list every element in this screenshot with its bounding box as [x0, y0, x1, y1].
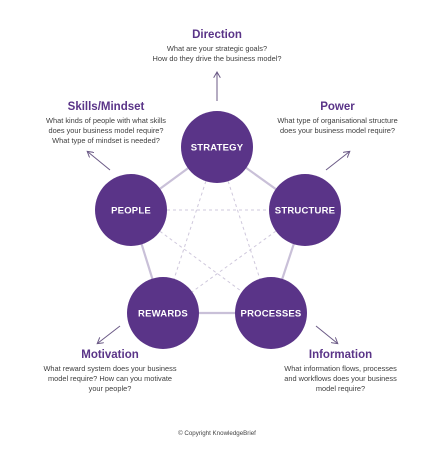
label-skills-title: Skills/Mindset [67, 101, 145, 113]
label-skills-mindset: Skills/Mindset What kinds of people with… [6, 101, 206, 146]
arrow-down-left-icon [98, 325, 121, 343]
node-structure: STRUCTURE [269, 174, 341, 246]
node-rewards-label: REWARDS [138, 309, 188, 320]
arrow-up-right-icon [325, 152, 349, 171]
label-direction-line: What are your strategic goals? [166, 44, 268, 53]
label-motivation: Motivation What reward system does your … [25, 349, 195, 394]
copyright-notice: © Copyright KnowledgeBrief [178, 430, 256, 437]
node-strategy-label: STRATEGY [191, 143, 244, 154]
node-people-label: PEOPLE [111, 206, 151, 217]
node-processes-label: PROCESSES [241, 309, 302, 320]
label-skills-line: What kinds of people with what skills [46, 116, 166, 125]
arrow-down-right-icon [315, 325, 337, 343]
node-structure-label: STRUCTURE [275, 206, 335, 217]
label-information-line: model require? [315, 384, 366, 393]
label-direction-title: Direction [192, 29, 242, 41]
node-strategy: STRATEGY [181, 111, 253, 183]
label-motivation-line: model require? How can you motivate [47, 374, 173, 383]
label-direction: Direction What are your strategic goals?… [117, 29, 317, 64]
label-motivation-line: What reward system does your business [43, 364, 177, 373]
label-information-line: What information flows, processes [284, 364, 397, 373]
arrow-up-left-icon [88, 152, 111, 171]
arrows [88, 73, 349, 343]
label-motivation-line: your people? [88, 384, 132, 393]
label-skills-line: What type of mindset is needed? [52, 136, 160, 145]
label-power-line: What type of organisational structure [277, 116, 398, 125]
label-motivation-title: Motivation [81, 349, 139, 361]
label-power: Power What type of organisational struct… [265, 101, 410, 136]
label-information-line: and workflows does your business [284, 374, 397, 383]
label-power-title: Power [320, 101, 355, 113]
node-rewards: REWARDS [127, 277, 199, 349]
label-direction-line: How do they drive the business model? [152, 54, 282, 63]
node-processes: PROCESSES [235, 277, 307, 349]
label-information: Information What information flows, proc… [263, 349, 418, 394]
label-power-line: does your business model require? [279, 126, 396, 135]
label-skills-line: does your business model require? [48, 126, 164, 135]
label-information-title: Information [308, 349, 373, 361]
node-people: PEOPLE [95, 174, 167, 246]
